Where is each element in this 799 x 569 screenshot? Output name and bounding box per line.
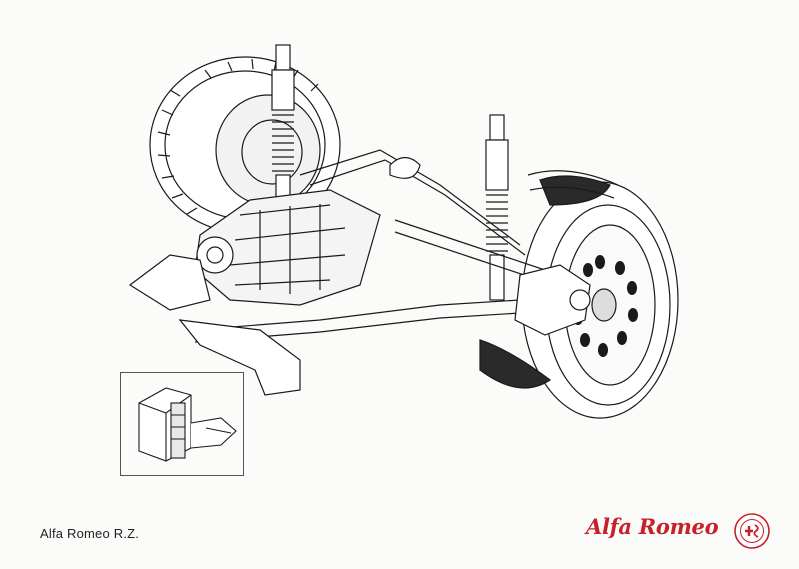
hub-assembly	[514, 264, 591, 336]
model-caption: Alfa Romeo R.Z.	[40, 526, 140, 541]
brand-logotype: Alfa Romeo	[586, 514, 719, 539]
alfa-romeo-badge-icon	[733, 512, 771, 550]
left-shock-absorber	[271, 44, 295, 201]
right-shock-absorber	[485, 114, 509, 301]
gearbox	[194, 189, 381, 306]
inset-mount-drawing	[138, 387, 237, 462]
right-wheel	[479, 170, 679, 419]
subframe	[128, 156, 421, 396]
detail-inset	[120, 372, 244, 476]
